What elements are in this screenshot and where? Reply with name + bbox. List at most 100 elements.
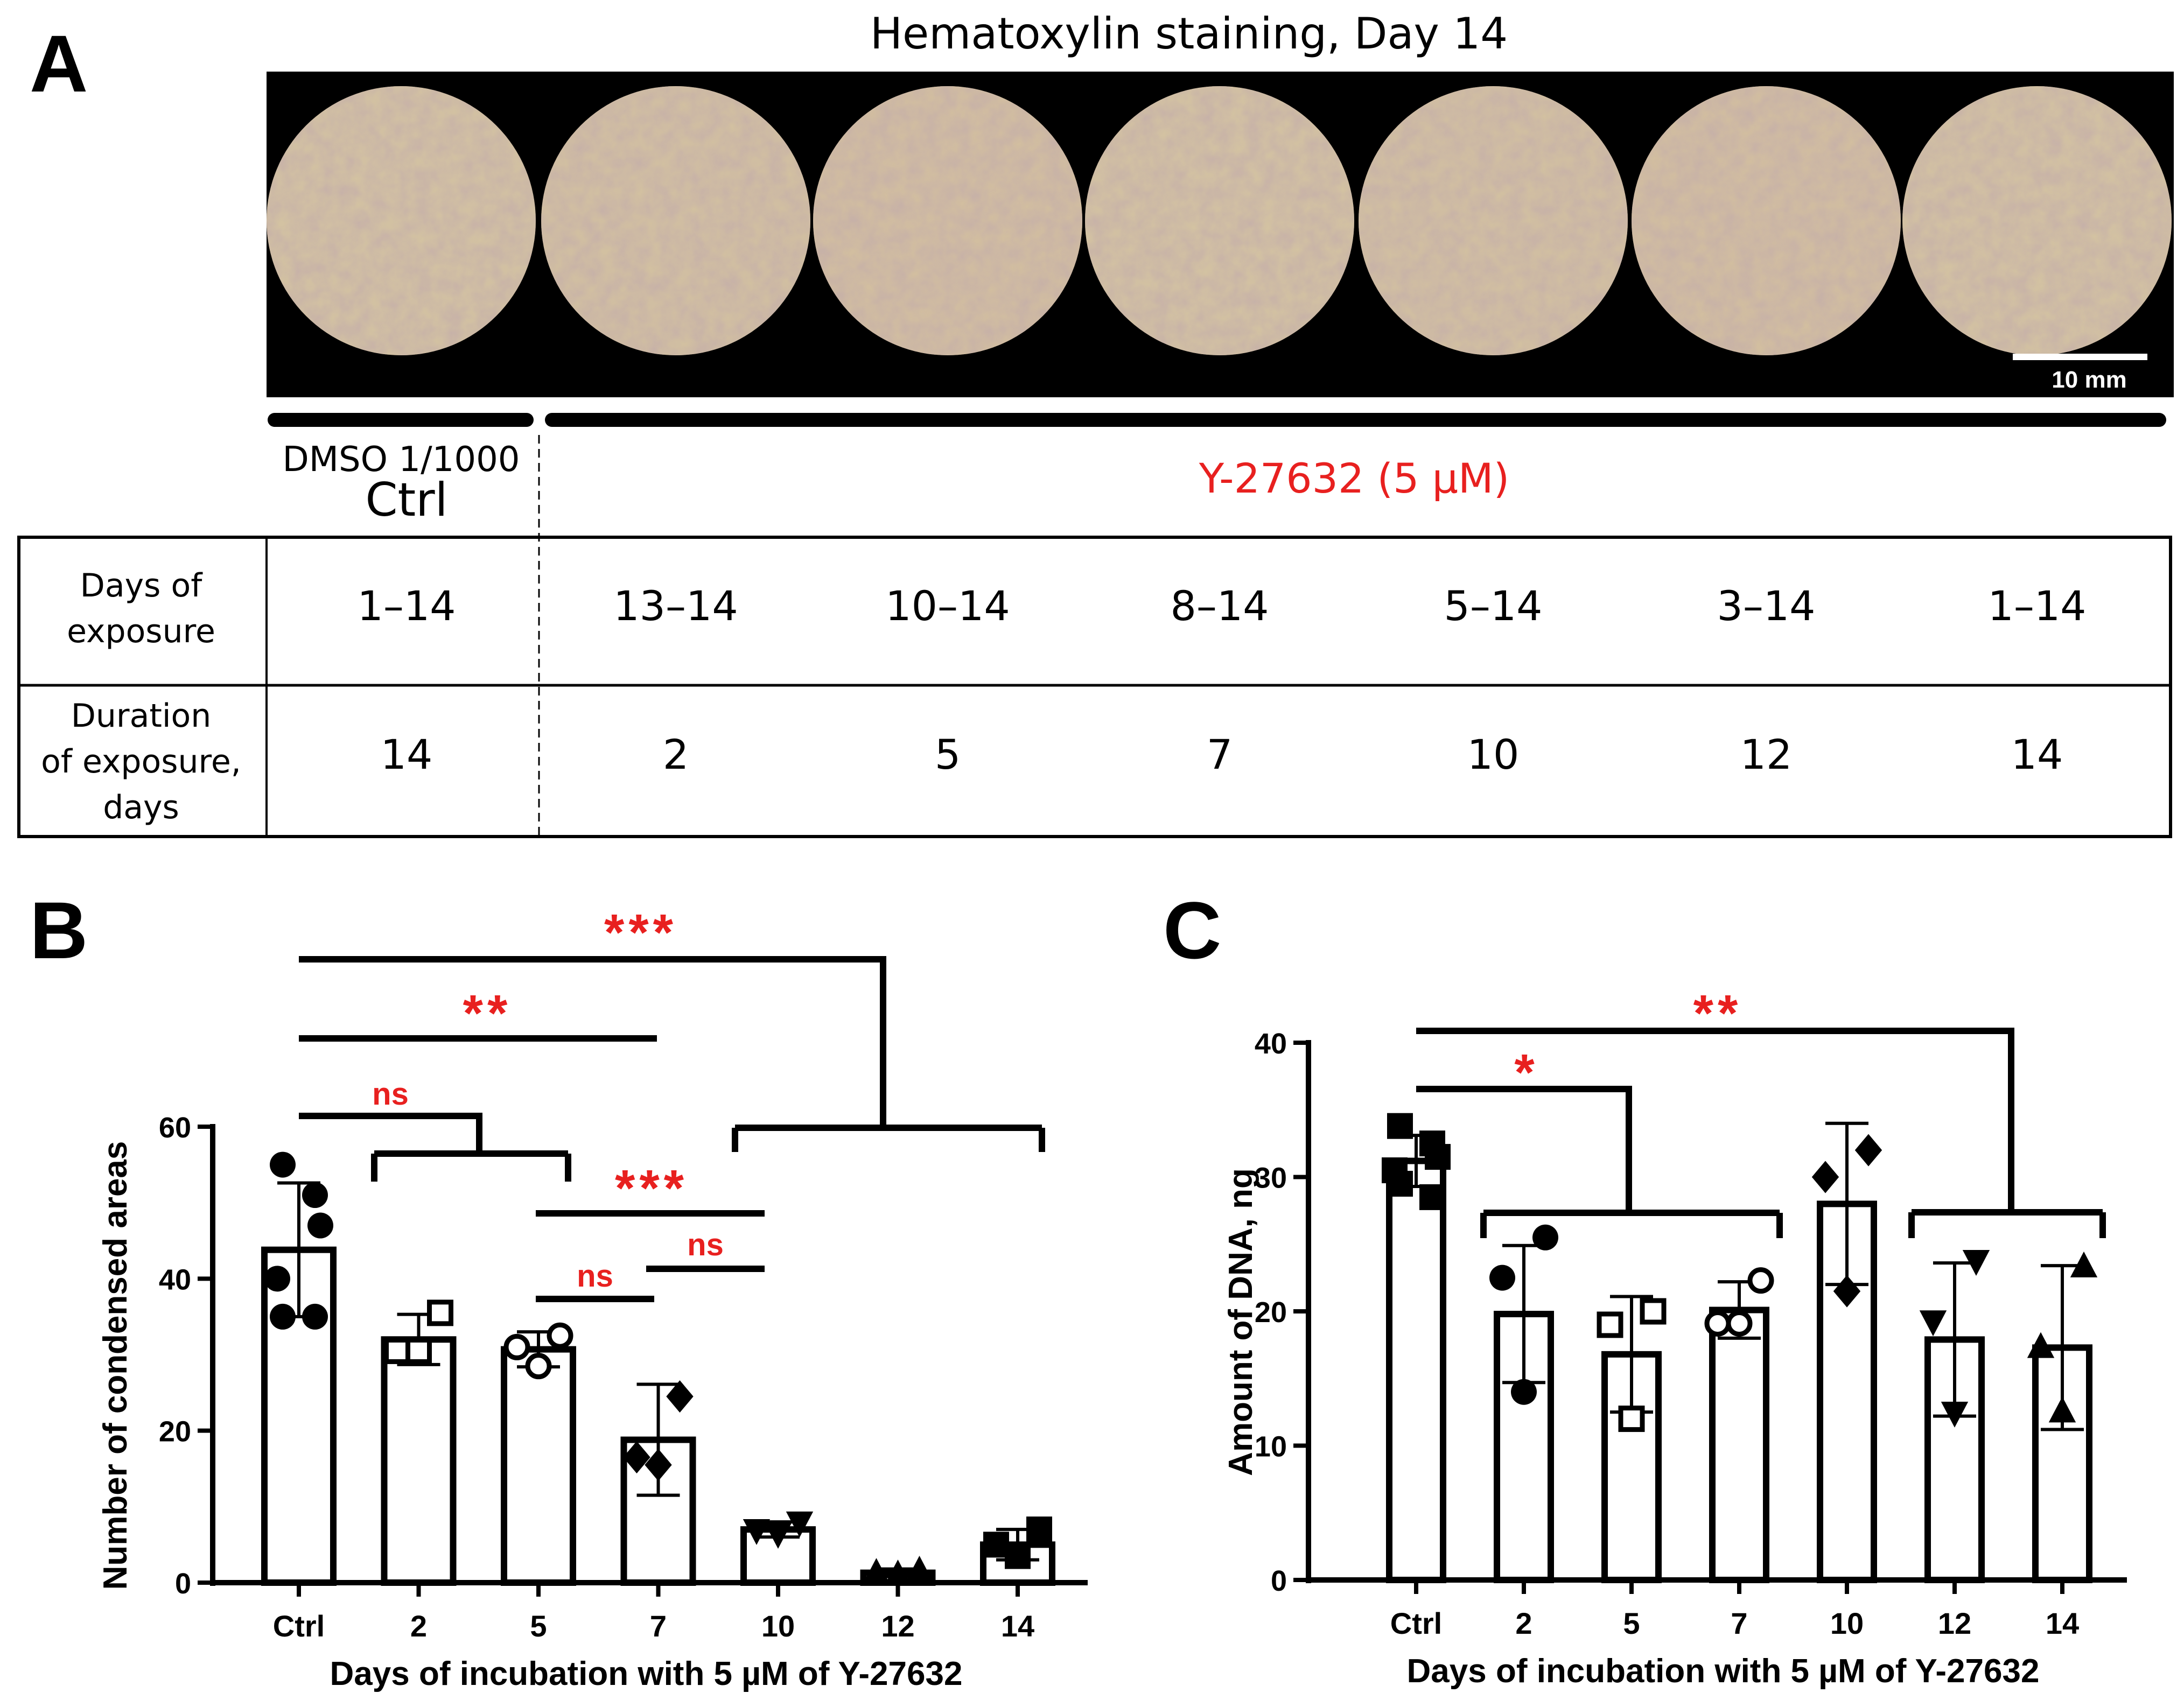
bracket-line (1416, 1086, 1783, 1238)
well-image (1902, 86, 2172, 355)
x-tick-label: Ctrl (273, 1609, 325, 1643)
significance-bracket: * (1416, 1044, 1783, 1238)
y-tick-label: 60 (159, 1112, 191, 1144)
panel-c-letter: C (1163, 885, 1221, 975)
significance-label: ns (372, 1077, 409, 1112)
data-point (1747, 1267, 1774, 1294)
bracket-line (299, 1113, 571, 1182)
bar (1386, 1157, 1446, 1584)
drug-label: Y-27632 (5 µM) (1199, 454, 1510, 502)
data-point (764, 1523, 792, 1549)
panel-b-letter: B (30, 885, 88, 975)
well-texture (541, 86, 810, 355)
table-cell: 7 (1207, 730, 1233, 778)
well-texture (267, 86, 536, 355)
data-point (503, 1333, 530, 1360)
data-point (264, 1266, 290, 1292)
data-point (1597, 1311, 1623, 1338)
table-cell: 1–14 (1987, 582, 2086, 630)
well-texture (1085, 86, 1354, 355)
scale-bar-label: 10 mm (2052, 367, 2126, 393)
x-tick-label: 12 (881, 1609, 914, 1643)
panel-a-title: Hematoxylin staining, Day 14 (870, 9, 1508, 59)
well-image (541, 86, 810, 355)
x-tick-label: 5 (530, 1609, 547, 1643)
y-tick-label: 30 (1255, 1162, 1287, 1195)
data-point (2048, 1396, 2076, 1423)
well-image (267, 86, 536, 355)
data-point (302, 1182, 328, 1209)
data-point (1005, 1543, 1031, 1569)
table-cell: 14 (2011, 730, 2063, 778)
y-tick-label: 20 (159, 1416, 191, 1448)
data-point (1640, 1298, 1667, 1325)
bar (1709, 1306, 1769, 1583)
y-axis-title: Number of condensed areas (97, 1141, 134, 1590)
data-point (1854, 1134, 1882, 1167)
data-point (270, 1303, 296, 1330)
y-tick-label: 40 (159, 1263, 191, 1296)
significance-bracket: ** (299, 985, 657, 1042)
data-point (307, 1212, 333, 1239)
table-cell: 12 (1740, 730, 1793, 778)
data-point (1833, 1275, 1861, 1308)
table-cell: 13–14 (613, 582, 738, 630)
data-point (1425, 1144, 1451, 1170)
bar (501, 1346, 576, 1586)
data-point (1919, 1310, 1947, 1337)
panel-a: A Hematoxylin staining, Day 14 10 mm DMS… (17, 9, 2174, 838)
table-row-header: exposure (67, 613, 215, 650)
scale-bar: 10 mm (2013, 354, 2147, 393)
y-tick-label: 40 (1255, 1028, 1287, 1060)
table-cell: 14 (381, 730, 433, 778)
significance-bracket: ns (646, 1227, 765, 1272)
significance-label: ** (463, 985, 512, 1042)
bracket-line (1416, 1028, 2106, 1238)
data-point (302, 1303, 328, 1330)
ctrl-treatment-label: DMSO 1/1000 (283, 440, 520, 480)
data-point (786, 1511, 814, 1537)
data-point (1941, 1401, 1969, 1428)
x-tick-label: 2 (410, 1609, 427, 1643)
significance-bracket: ns (536, 1259, 654, 1302)
table-cell: 1–14 (357, 582, 456, 630)
x-tick-label: 10 (1830, 1606, 1864, 1640)
bracket-line (299, 956, 1045, 1152)
well-image (1359, 86, 1628, 355)
data-point (405, 1337, 432, 1364)
table-cell: 8–14 (1170, 582, 1269, 630)
data-point (623, 1441, 650, 1474)
well-image (1632, 86, 1901, 355)
data-point (884, 1560, 912, 1586)
significance-bracket: *** (536, 1160, 765, 1217)
well-image (813, 86, 1082, 355)
significance-label: ns (687, 1227, 724, 1262)
data-point (1618, 1406, 1645, 1432)
significance-label: ns (577, 1259, 613, 1294)
x-tick-label: 12 (1938, 1606, 1971, 1640)
data-point (1387, 1170, 1413, 1197)
x-axis-title: Days of incubation with 5 µM of Y-27632 (1407, 1653, 2040, 1690)
y-tick-label: 0 (175, 1568, 191, 1600)
table-cell: 3–14 (1717, 582, 1815, 630)
data-point (2070, 1251, 2098, 1277)
table-cell: 10 (1467, 730, 1520, 778)
data-point (427, 1299, 453, 1326)
well-images (267, 86, 2172, 355)
data-point (384, 1337, 410, 1364)
data-point (1026, 1516, 1052, 1543)
data-point (1419, 1184, 1445, 1210)
well-texture (1632, 86, 1901, 355)
significance-label: *** (604, 904, 677, 961)
data-point (1532, 1224, 1558, 1251)
x-tick-label: 7 (1731, 1606, 1747, 1640)
data-point (270, 1151, 296, 1178)
well-texture (1359, 86, 1628, 355)
table-row-header: days (103, 789, 179, 826)
x-tick-label: 2 (1515, 1606, 1532, 1640)
data-point (1726, 1310, 1753, 1337)
significance-bracket: ns (299, 1077, 571, 1182)
